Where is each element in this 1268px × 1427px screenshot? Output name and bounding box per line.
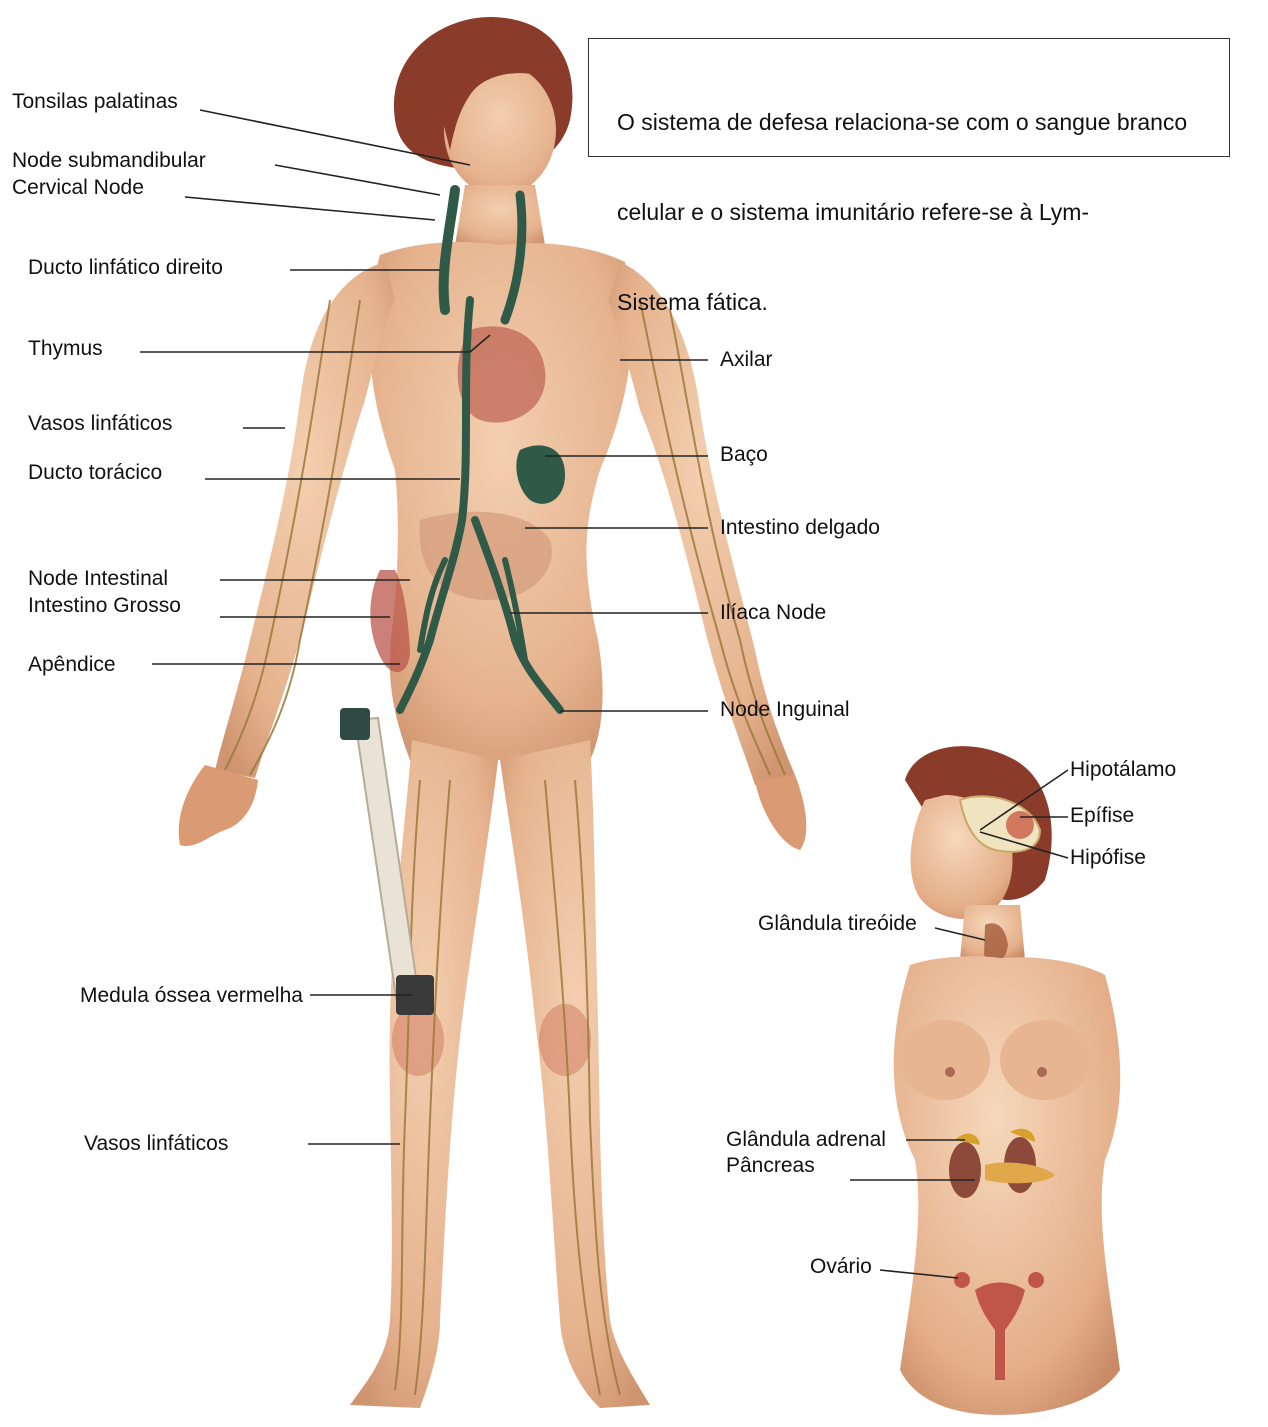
label-tonsilas-palatinas: Tonsilas palatinas (12, 90, 178, 114)
ovary-left (954, 1272, 970, 1288)
label-cervical-node: Cervical Node (12, 176, 144, 200)
kidney-left (949, 1142, 981, 1198)
label-ducto-toracico: Ducto torácico (28, 461, 162, 485)
label-baco: Baço (720, 443, 768, 467)
label-intestino-delgado: Intestino delgado (720, 516, 880, 540)
label-node-inguinal: Node Inguinal (720, 698, 850, 722)
label-node-submandibular: Node submandibular (12, 149, 206, 173)
label-intestino-grosso: Intestino Grosso (28, 594, 181, 618)
label-hipotalamo: Hipotálamo (1070, 758, 1176, 782)
label-apendice: Apêndice (28, 653, 116, 677)
note-line-2: celular e o sistema imunitário refere-se… (617, 197, 1229, 227)
leader-cervical (185, 197, 435, 220)
label-axilar: Axilar (720, 348, 773, 372)
note-line-1: O sistema de defesa relaciona-se com o s… (617, 107, 1229, 137)
description-note-box: O sistema de defesa relaciona-se com o s… (588, 38, 1230, 157)
ovary-right (1028, 1272, 1044, 1288)
label-thymus: Thymus (28, 337, 103, 361)
neck-shape (455, 185, 545, 245)
label-medula-ossea-vermelha: Medula óssea vermelha (80, 984, 303, 1008)
label-vasos-linfaticos-lower: Vasos linfáticos (84, 1132, 228, 1156)
label-hipofise: Hipófise (1070, 846, 1146, 870)
label-glandula-tireoide: Glândula tireóide (758, 912, 917, 936)
label-ducto-linfatico-direito: Ducto linfático direito (28, 256, 223, 280)
label-pancreas: Pâncreas (726, 1154, 815, 1178)
label-iliaca-node: Ilíaca Node (720, 601, 826, 625)
right-leg-shape (500, 740, 650, 1408)
label-node-intestinal: Node Intestinal (28, 567, 168, 591)
note-line-3: Sistema fática. (617, 287, 1229, 317)
label-epifise: Epífise (1070, 804, 1134, 828)
left-arm-shape (215, 262, 395, 778)
label-vasos-linfaticos-upper: Vasos linfáticos (28, 412, 172, 436)
label-glandula-adrenal: Glândula adrenal (726, 1128, 886, 1152)
leader-submandibular (275, 165, 440, 195)
label-ovario: Ovário (810, 1255, 872, 1279)
